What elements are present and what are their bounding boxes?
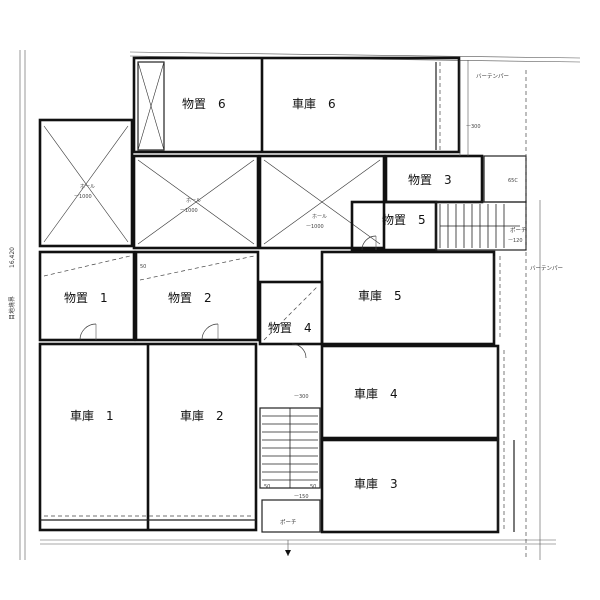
entrance-bottom	[40, 499, 556, 556]
stair-upper	[439, 204, 520, 248]
room-label-garage6: 車庫 6	[292, 97, 336, 111]
block-storage6-garage6	[132, 56, 461, 154]
room-label-garage2: 車庫 2	[180, 409, 224, 423]
annotation-ko2: ー1000	[180, 208, 198, 214]
dimension-label-left: 16,420	[9, 247, 16, 268]
room-label-storage3: 物置 3	[408, 173, 452, 187]
left-margin: 16,420 目地境界	[8, 50, 26, 560]
annotation-balcony-mid: バーテンパー	[530, 265, 563, 272]
block-garage1-2	[38, 342, 258, 532]
stair-central	[259, 407, 321, 489]
room-label-garage5: 車庫 5	[358, 289, 402, 303]
boundary-label: 目地境界	[8, 296, 16, 320]
annotation-note-center: ー300	[294, 394, 309, 400]
room-label-storage4: 物置 4	[268, 321, 312, 335]
block-storage1-2	[38, 250, 260, 342]
annotation-hall-a: ホール	[80, 184, 95, 190]
room-label-storage2: 物置 2	[168, 291, 212, 305]
annotation-50a: 50	[140, 264, 146, 270]
annotation-50b: 50	[264, 484, 270, 490]
room-label-storage5: 物置 5	[382, 213, 426, 227]
block-storage4	[258, 280, 324, 359]
annotation-ko3: ー1000	[306, 224, 324, 230]
annotation-note-stair-top: ー120	[508, 238, 523, 244]
annotation-note-upper-right: ー300	[466, 124, 481, 130]
annotation-note-bottom: ー150	[294, 494, 309, 500]
right-side	[459, 60, 541, 560]
annotation-porch-bottom: ポーチ	[280, 519, 297, 526]
annotation-50c: 50	[310, 484, 316, 490]
room-label-storage6: 物置 6	[182, 97, 226, 111]
room-label-garage4: 車庫 4	[354, 387, 398, 401]
block-garage3-4	[320, 344, 515, 534]
room-label-garage1: 車庫 1	[70, 409, 114, 423]
annotation-balcony-top: バーテンパー	[476, 73, 509, 80]
room-label-storage1: 物置 1	[64, 291, 108, 305]
block-garage5	[320, 250, 501, 346]
annotation-ko1: ー1000	[74, 194, 92, 200]
annotation-porch-right: ポーチ	[510, 227, 527, 234]
block-storage3	[384, 154, 527, 204]
annotation-hall-b: ホール	[186, 198, 201, 204]
room-label-garage3: 車庫 3	[354, 477, 398, 491]
annotation-hall-c: ホール	[312, 214, 327, 220]
annotation-65c: 65C	[508, 178, 518, 184]
